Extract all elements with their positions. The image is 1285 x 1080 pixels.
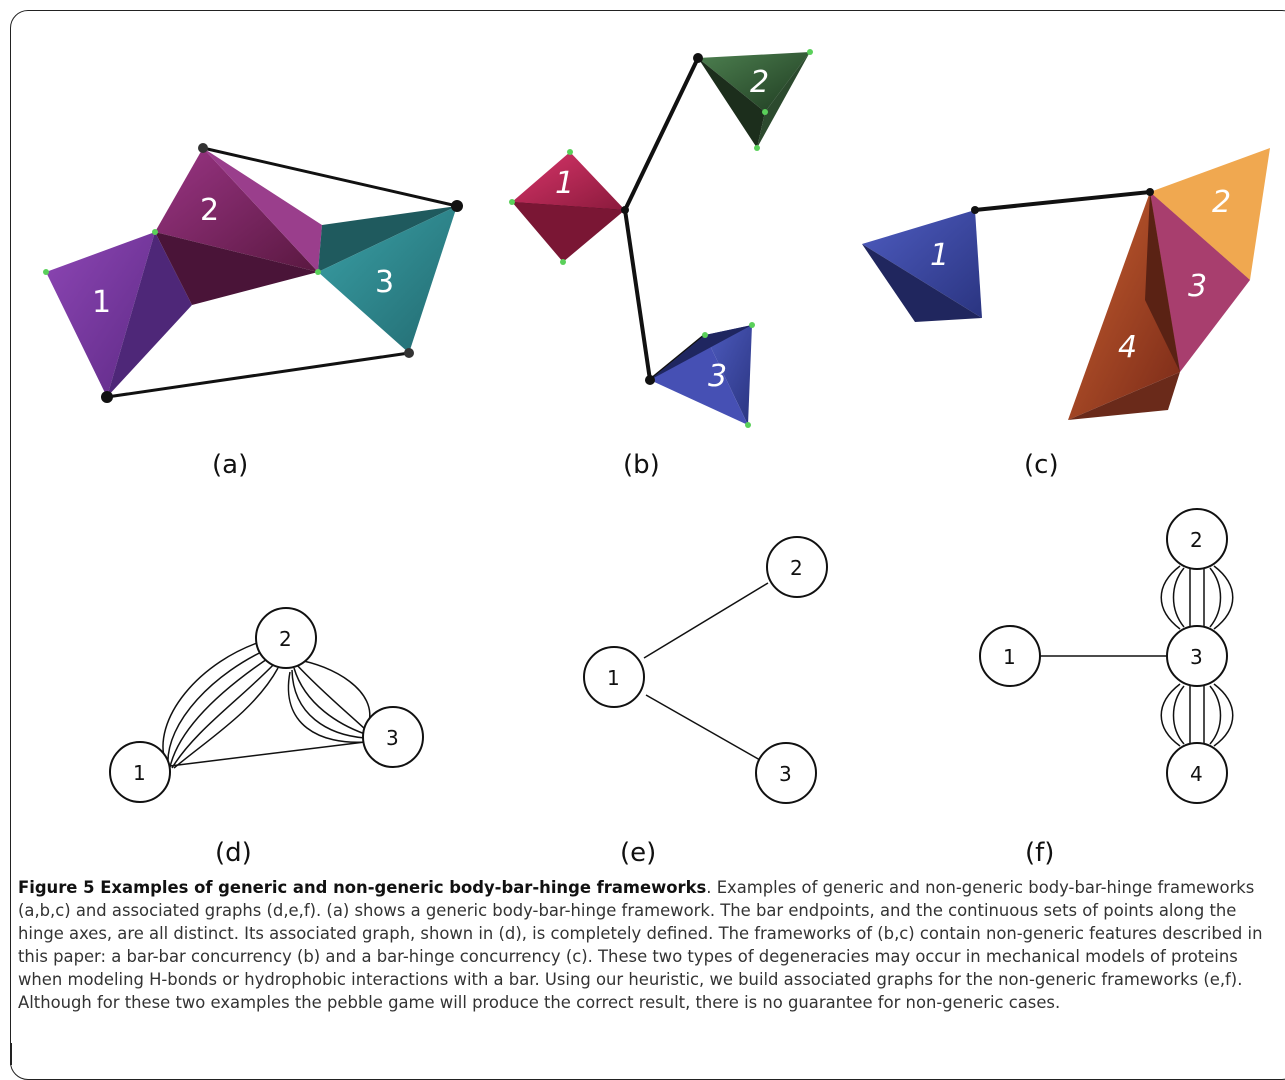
body-1-label: 1 <box>555 166 574 201</box>
body-2-face <box>1150 148 1270 280</box>
body-2-label: 2 <box>200 193 219 228</box>
panel-e-label: (e) <box>620 838 656 868</box>
node-label: 1 <box>607 666 620 690</box>
panel-c-framework: 1 2 3 4 <box>862 148 1270 420</box>
panel-a-framework: 1 2 3 <box>43 143 463 403</box>
body-3-label: 3 <box>1188 269 1207 304</box>
body-4-face <box>1145 192 1180 372</box>
body-3-face <box>318 206 457 353</box>
body-2-face <box>698 52 810 112</box>
vertex-point <box>745 422 751 428</box>
graph-node <box>583 646 645 708</box>
panel-e-graph: 1 2 3 <box>583 536 828 804</box>
body-2-label: 2 <box>1212 185 1231 220</box>
hinge-point <box>315 269 321 275</box>
bar <box>974 190 1151 212</box>
graph-node <box>1166 508 1228 570</box>
node-label: 2 <box>790 556 803 580</box>
node-label: 2 <box>279 627 292 651</box>
node-label: 3 <box>386 726 399 750</box>
body-2-face <box>698 58 765 148</box>
body-3-face <box>705 325 752 425</box>
bar-endpoint <box>198 143 208 153</box>
body-3-face <box>1150 192 1250 372</box>
node-label: 1 <box>133 761 146 785</box>
bar-endpoint <box>621 206 629 214</box>
hinge-point <box>152 229 158 235</box>
graph-node <box>1166 742 1228 804</box>
body-2-face <box>155 232 318 305</box>
panel-d-label: (d) <box>215 838 252 868</box>
graph-node <box>109 741 171 803</box>
panel-c-label: (c) <box>1024 450 1059 480</box>
node-label: 1 <box>1003 645 1016 669</box>
hinge-point <box>43 269 49 275</box>
caption-title: Figure 5 Examples of generic and non-gen… <box>18 878 707 897</box>
panel-f-label: (f) <box>1025 838 1054 868</box>
body-1-face <box>107 232 192 397</box>
edge-1-3 <box>169 741 366 767</box>
graph-node <box>755 742 817 804</box>
bar-endpoint <box>693 53 703 63</box>
graph-node <box>362 706 424 768</box>
body-1-face <box>512 202 625 262</box>
panel-d-graph: 2 3 1 <box>109 607 424 803</box>
body-1-face <box>862 210 982 318</box>
node-label: 3 <box>1190 645 1203 669</box>
caption-left-rule <box>10 1043 12 1065</box>
body-4-face <box>1068 372 1180 420</box>
edge-bundle-1-2 <box>162 639 279 769</box>
bar-endpoint <box>404 348 414 358</box>
body-3-face <box>650 325 752 380</box>
figure-illustration: 1 2 3 (a) 1 2 3 (b) <box>43 49 1270 868</box>
bar-endpoint <box>645 375 655 385</box>
bar-endpoint <box>971 206 979 214</box>
body-3-label: 3 <box>708 359 727 394</box>
graph-node <box>255 607 317 669</box>
vertex-point <box>560 259 566 265</box>
body-2-label: 2 <box>750 65 769 100</box>
edge-bundle-2-3 <box>287 659 371 744</box>
graph-node <box>766 536 828 598</box>
body-2-face <box>203 148 322 272</box>
vertex-point <box>754 145 760 151</box>
bar-endpoint <box>1146 188 1154 196</box>
vertex-point <box>702 332 708 338</box>
bar <box>106 351 410 399</box>
body-1-face <box>512 152 625 210</box>
body-3-face <box>650 335 748 425</box>
body-1-face <box>862 244 982 322</box>
node-label: 3 <box>779 762 792 786</box>
graph-node <box>1166 625 1228 687</box>
body-1-label: 1 <box>930 238 949 273</box>
vertex-point <box>567 149 573 155</box>
edge-1-3 <box>645 694 761 761</box>
body-1-face <box>46 232 155 397</box>
node-label: 2 <box>1190 528 1203 552</box>
bar <box>202 146 458 208</box>
body-4-label: 4 <box>1118 330 1137 365</box>
panel-b-label: (b) <box>623 450 660 480</box>
body-1-label: 1 <box>92 285 111 320</box>
body-2-face <box>155 148 318 272</box>
panel-a-label: (a) <box>212 450 248 480</box>
bar <box>622 57 700 381</box>
edge-1-2 <box>643 582 769 659</box>
figure-caption: Figure 5 Examples of generic and non-gen… <box>18 876 1280 1014</box>
vertex-point <box>762 109 768 115</box>
caption-text: . Examples of generic and non-generic bo… <box>18 878 1263 1012</box>
graph-node <box>979 625 1041 687</box>
vertex-point <box>749 322 755 328</box>
bar-endpoint <box>451 200 463 212</box>
node-label: 4 <box>1190 762 1203 786</box>
edge-bundle-3-4 <box>1160 683 1234 747</box>
bar-endpoint <box>101 391 113 403</box>
edge-bundle-2-3 <box>1160 565 1234 630</box>
vertex-point <box>509 199 515 205</box>
body-3-label: 3 <box>375 265 394 300</box>
vertex-point <box>807 49 813 55</box>
panel-b-framework: 1 2 3 <box>509 49 813 428</box>
body-2-face <box>757 52 810 148</box>
panel-f-graph: 1 2 3 4 <box>979 508 1234 804</box>
